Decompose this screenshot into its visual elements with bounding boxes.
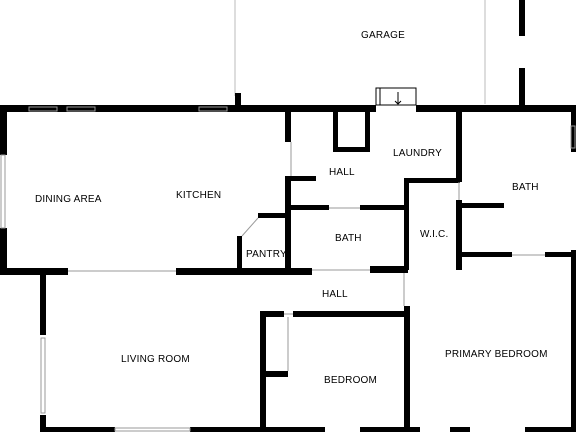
- doors: [68, 142, 545, 371]
- room-label-garage: GARAGE: [361, 30, 405, 41]
- room-label-laundry: LAUNDRY: [393, 148, 443, 159]
- garage-walls: [234, 0, 486, 104]
- room-label-hall-lower: HALL: [322, 289, 348, 300]
- room-label-hall-upper: HALL: [329, 167, 355, 178]
- room-label-pantry: PANTRY: [246, 249, 287, 260]
- room-label-dining-area: DINING AREA: [35, 194, 102, 205]
- windows: [0, 106, 576, 432]
- room-label-bedroom: BEDROOM: [324, 375, 378, 386]
- room-label-wic: W.I.C.: [420, 229, 449, 240]
- room-label-primary-bedroom: PRIMARY BEDROOM: [445, 349, 548, 360]
- stairs: [375, 87, 417, 106]
- room-label-kitchen: KITCHEN: [176, 190, 222, 201]
- room-label-bath-right: BATH: [512, 182, 539, 193]
- room-label-living-room: LIVING ROOM: [121, 354, 190, 365]
- room-label-bath-center: BATH: [335, 233, 362, 244]
